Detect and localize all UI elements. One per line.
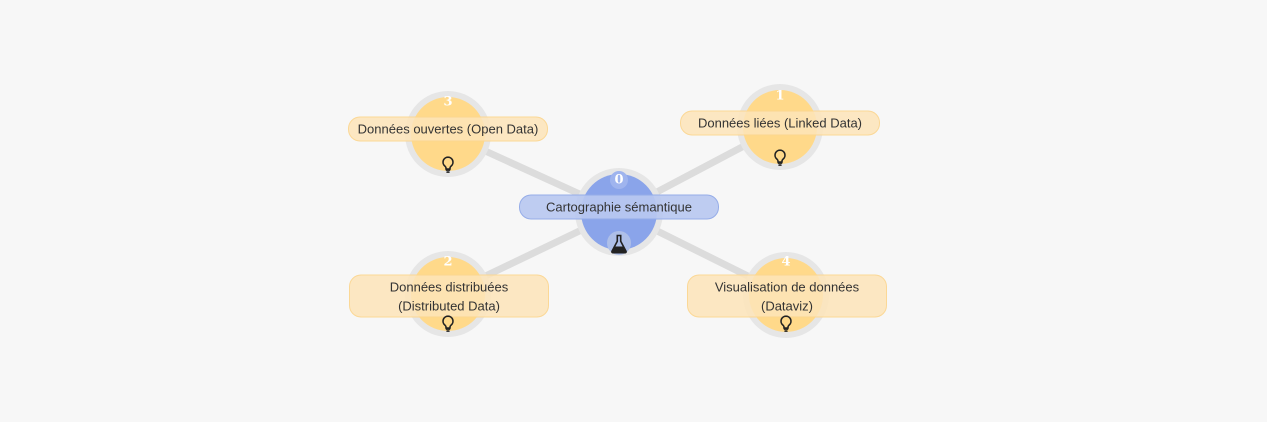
node-number-2: 2 xyxy=(443,254,453,270)
node-number-1: 1 xyxy=(775,88,785,104)
lightbulb-icon xyxy=(774,149,786,166)
node-label-text-3: Données ouvertes (Open Data) xyxy=(357,121,539,137)
center-label[interactable]: Cartographie sémantique xyxy=(519,194,719,220)
flask-icon xyxy=(611,234,627,254)
node-label-text-4: Visualisation de données (Dataviz) xyxy=(714,279,860,313)
node-label-text-2: Données distribuées (Distributed Data) xyxy=(389,279,509,313)
node-label-text-1: Données liées (Linked Data) xyxy=(697,115,863,131)
node-label-3[interactable]: Données ouvertes (Open Data) xyxy=(348,116,548,142)
node-number-3: 3 xyxy=(443,94,453,110)
lightbulb-icon xyxy=(442,315,454,332)
node-label-1[interactable]: Données liées (Linked Data) xyxy=(680,110,880,136)
center-label-text: Cartographie sémantique xyxy=(546,199,692,215)
lightbulb-icon xyxy=(780,315,792,332)
center-number: 0 xyxy=(614,172,624,188)
lightbulb-icon xyxy=(442,156,454,173)
node-label-4[interactable]: Visualisation de données (Dataviz) xyxy=(687,274,887,318)
node-label-2[interactable]: Données distribuées (Distributed Data) xyxy=(349,274,549,318)
node-number-4: 4 xyxy=(781,254,791,270)
